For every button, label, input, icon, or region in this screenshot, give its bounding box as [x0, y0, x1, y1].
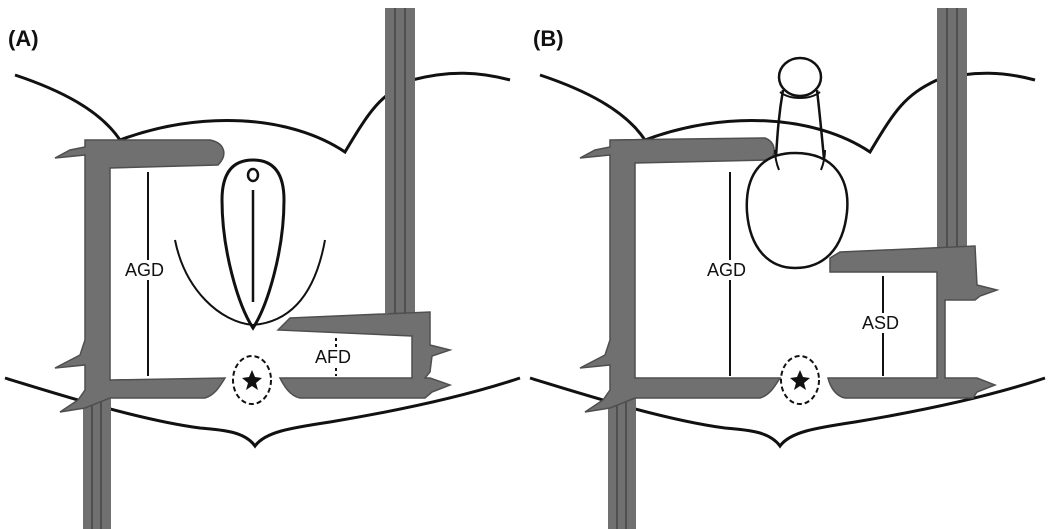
caliper-jaw-right [827, 245, 1000, 399]
anus-star-icon [242, 370, 262, 390]
caliper-rail-upper [937, 8, 967, 250]
panel-b-drawing [529, 8, 1046, 529]
asd-label: ASD [861, 313, 901, 333]
panel-label: (A) [8, 26, 39, 51]
labia-arc [174, 239, 326, 327]
torso-outline [14, 71, 511, 155]
clitoris [246, 167, 260, 183]
penis-base [774, 149, 826, 171]
penis-glans [777, 56, 823, 98]
panel-a: (A) AGD AFD [4, 8, 521, 529]
afd-label: AFD [314, 347, 352, 367]
agd-label: AGD [706, 260, 748, 280]
penis-corona [779, 91, 821, 99]
caliper-jaw-left [54, 139, 227, 413]
caliper-rail-upper [385, 8, 415, 313]
agd-label: AGD [124, 260, 166, 280]
caliper-rail-lower [608, 395, 636, 529]
caliper-rail-lower [83, 395, 111, 529]
scrotum [745, 151, 849, 270]
panel-label: (B) [533, 26, 564, 51]
panel-a-drawing [4, 8, 521, 529]
anus-star-icon [790, 370, 810, 390]
caliper-jaw-right [276, 311, 453, 399]
panel-b: (B) AGD ASD [525, 0, 1050, 529]
caliper-jaw-left [579, 137, 782, 413]
